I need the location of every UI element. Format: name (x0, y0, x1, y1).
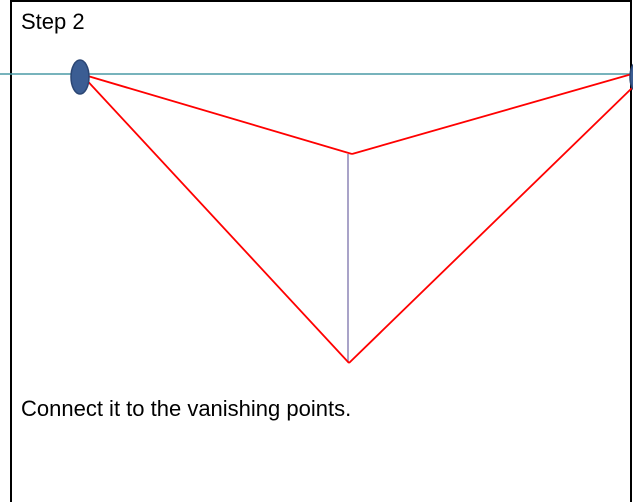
step-title: Step 2 (21, 9, 85, 34)
right-vanishing-point (629, 63, 633, 91)
slide-border (10, 0, 632, 502)
left-vanishing-point (70, 59, 90, 95)
top-left-connector (80, 73, 353, 155)
bottom-right-connector (348, 87, 633, 364)
bottom-left-connector (80, 73, 350, 364)
top-right-connector (351, 73, 633, 155)
instruction-text: Connect it to the vanishing points. (21, 396, 352, 421)
